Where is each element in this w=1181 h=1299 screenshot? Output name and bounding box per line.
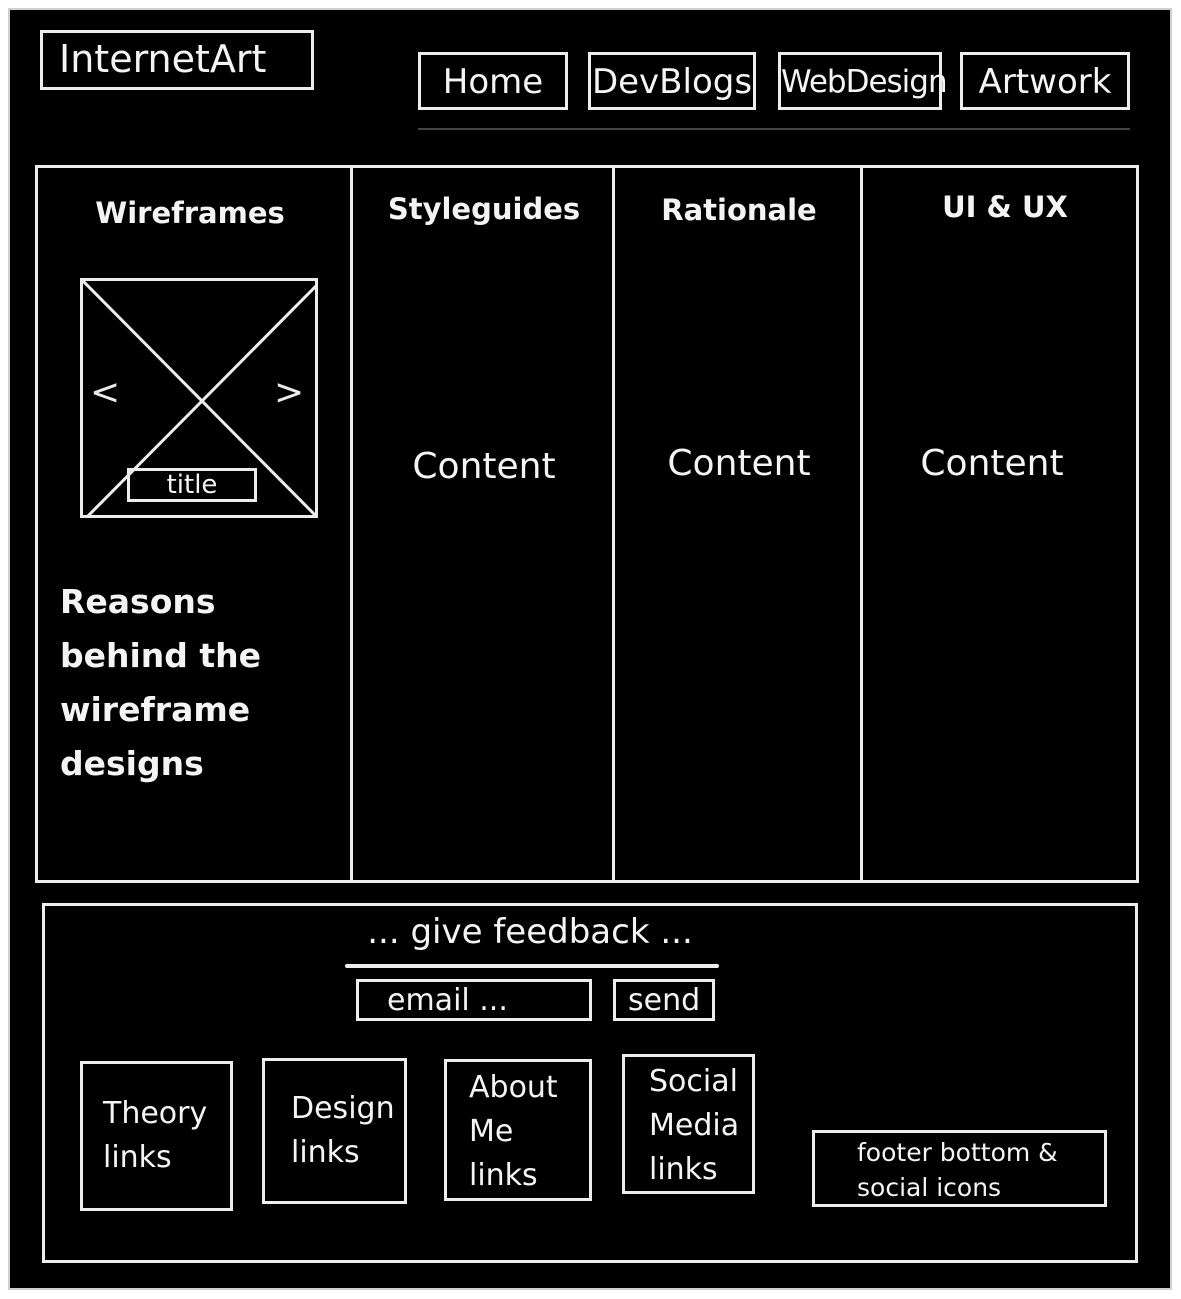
about-me-links-box[interactable]: About Me links bbox=[444, 1059, 592, 1201]
feedback-heading: ... give feedback ... bbox=[367, 912, 693, 952]
slider-caption: title bbox=[127, 468, 257, 502]
footer-bottom-label: footer bottom & social icons bbox=[857, 1138, 1058, 1202]
column-title-rationale: Rationale bbox=[661, 193, 817, 227]
image-slider-placeholder[interactable] bbox=[80, 278, 318, 518]
theory-links-box[interactable]: Theory links bbox=[80, 1061, 233, 1211]
design-links-label: Design links bbox=[291, 1091, 395, 1170]
nav-artwork[interactable]: Artwork bbox=[960, 52, 1130, 110]
theory-links-label: Theory links bbox=[103, 1096, 208, 1175]
logo-text: InternetArt bbox=[59, 37, 267, 81]
email-field[interactable]: email ... bbox=[356, 979, 592, 1021]
column-divider bbox=[612, 165, 615, 883]
footer-panel bbox=[42, 903, 1138, 1263]
about-me-links-label: About Me links bbox=[469, 1070, 558, 1193]
send-label: send bbox=[628, 983, 701, 1018]
nav-webdesign[interactable]: WebDesign bbox=[778, 52, 948, 110]
slider-next-arrow-icon[interactable]: > bbox=[274, 372, 305, 413]
logo[interactable]: InternetArt bbox=[40, 30, 314, 90]
email-placeholder: email ... bbox=[387, 983, 508, 1018]
column-title-ui-ux: UI & UX bbox=[942, 190, 1068, 224]
nav-devblogs[interactable]: DevBlogs bbox=[588, 52, 756, 110]
footer-bottom-box: footer bottom & social icons bbox=[812, 1130, 1107, 1207]
slider-prev-arrow-icon[interactable]: < bbox=[90, 372, 121, 413]
rationale-content: Content bbox=[667, 443, 811, 484]
main-content-panel bbox=[35, 165, 1139, 883]
social-media-links-label: Social Media links bbox=[649, 1064, 740, 1187]
ui-ux-content: Content bbox=[920, 443, 1064, 484]
feedback-underline bbox=[345, 964, 719, 968]
column-divider bbox=[860, 165, 863, 883]
column-divider bbox=[350, 165, 353, 883]
design-links-box[interactable]: Design links bbox=[262, 1058, 407, 1204]
nav-underline bbox=[418, 128, 1130, 130]
nav-home[interactable]: Home bbox=[418, 52, 568, 110]
image-placeholder-icon bbox=[83, 281, 315, 515]
column-title-styleguides: Styleguides bbox=[387, 192, 581, 226]
styleguides-content: Content bbox=[412, 446, 556, 487]
send-button[interactable]: send bbox=[613, 979, 715, 1021]
column-title-wireframes: Wireframes bbox=[95, 196, 285, 230]
wireframes-description: Reasons behind the wireframe designs bbox=[60, 582, 262, 783]
social-media-links-box[interactable]: Social Media links bbox=[622, 1054, 755, 1194]
